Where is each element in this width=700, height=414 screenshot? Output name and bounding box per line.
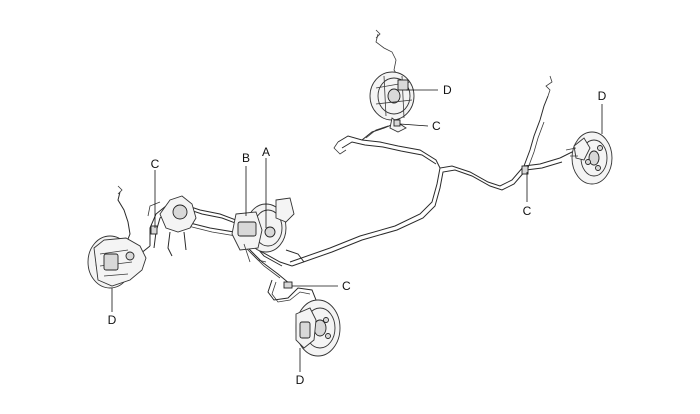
left-knuckle-assembly: [147, 195, 197, 257]
callout-a: A: [262, 145, 270, 159]
brake-pipes: [117, 29, 581, 312]
master-cylinder-booster: [231, 197, 305, 263]
top-rear-brake-assembly: [369, 71, 415, 133]
callout-leaders: [111, 89, 603, 372]
callout-b: B: [242, 151, 250, 165]
callout-d-right: D: [598, 89, 607, 103]
callout-d-top: D: [443, 83, 452, 97]
left-front-brake-assembly: [87, 235, 147, 289]
callout-d-left: D: [108, 313, 117, 327]
callout-c-top: C: [432, 119, 441, 133]
callout-c-center: C: [342, 279, 351, 293]
pipe-clips: [150, 119, 529, 289]
right-rear-brake-assembly: [565, 131, 613, 185]
callout-c-left: C: [151, 157, 160, 171]
callout-c-right: C: [523, 204, 532, 218]
right-front-brake-assembly: [295, 299, 341, 357]
callout-labels: A B C C C C D D D D: [108, 83, 607, 387]
callout-d-bottom: D: [296, 373, 305, 387]
